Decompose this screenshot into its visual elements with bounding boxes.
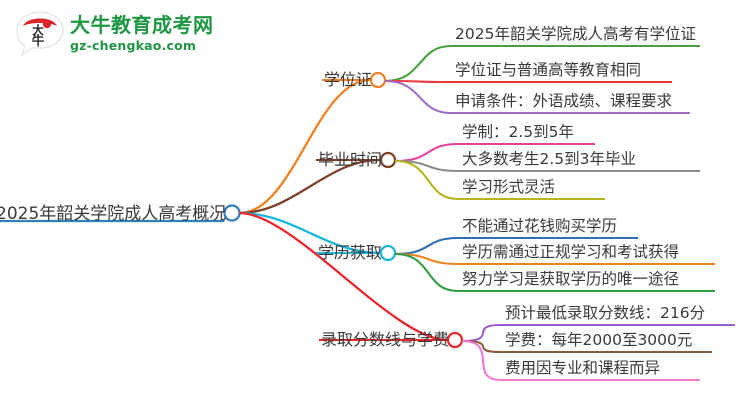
leaf-label-2-3[interactable]: 学习形式灵活 <box>462 178 556 196</box>
branch-label-4[interactable]: 录取分数线与学费 <box>321 330 450 349</box>
logo-name-cn: 大牛教育成考网 <box>70 13 214 37</box>
leaf-label-3-2[interactable]: 学历需通过正规学习和考试获得 <box>462 243 680 261</box>
branch-label-2[interactable]: 毕业时间 <box>318 150 383 169</box>
leaf-label-3-1[interactable]: 不能通过花钱购买学历 <box>462 217 618 235</box>
leaf-label-4-3[interactable]: 费用因专业和课程而异 <box>505 359 661 377</box>
svg-text:大: 大 <box>32 23 44 37</box>
logo-text-block: 大牛教育成考网 gz-chengkao.com <box>70 13 214 53</box>
root-node-label[interactable]: 2025年韶关学院成人高考概况 <box>0 203 227 224</box>
logo-name-en: gz-chengkao.com <box>70 38 197 53</box>
logo-mark-icon: 大 牛 <box>16 11 64 56</box>
branch-label-1[interactable]: 学位证 <box>324 70 373 89</box>
leaf-label-4-2[interactable]: 学费：每年2000至3000元 <box>505 331 693 349</box>
leaf-label-2-2[interactable]: 大多数考生2.5到3年毕业 <box>462 150 637 168</box>
leaf-label-1-3[interactable]: 申请条件：外语成绩、课程要求 <box>455 92 673 110</box>
leaf-label-1-2[interactable]: 学位证与普通高等教育相同 <box>455 61 642 79</box>
leaf-label-1-1[interactable]: 2025年韶关学院成人高考有学位证 <box>455 25 696 43</box>
site-logo: 大 牛 大牛教育成考网 gz-chengkao.com <box>14 10 234 58</box>
leaf-label-3-3[interactable]: 努力学习是获取学历的唯一途径 <box>462 270 680 288</box>
svg-text:牛: 牛 <box>32 33 45 48</box>
branch-label-3[interactable]: 学历获取 <box>318 243 383 262</box>
leaf-label-2-1[interactable]: 学制：2.5到5年 <box>462 123 575 141</box>
leaf-label-4-1[interactable]: 预计最低录取分数线：216分 <box>505 304 706 322</box>
